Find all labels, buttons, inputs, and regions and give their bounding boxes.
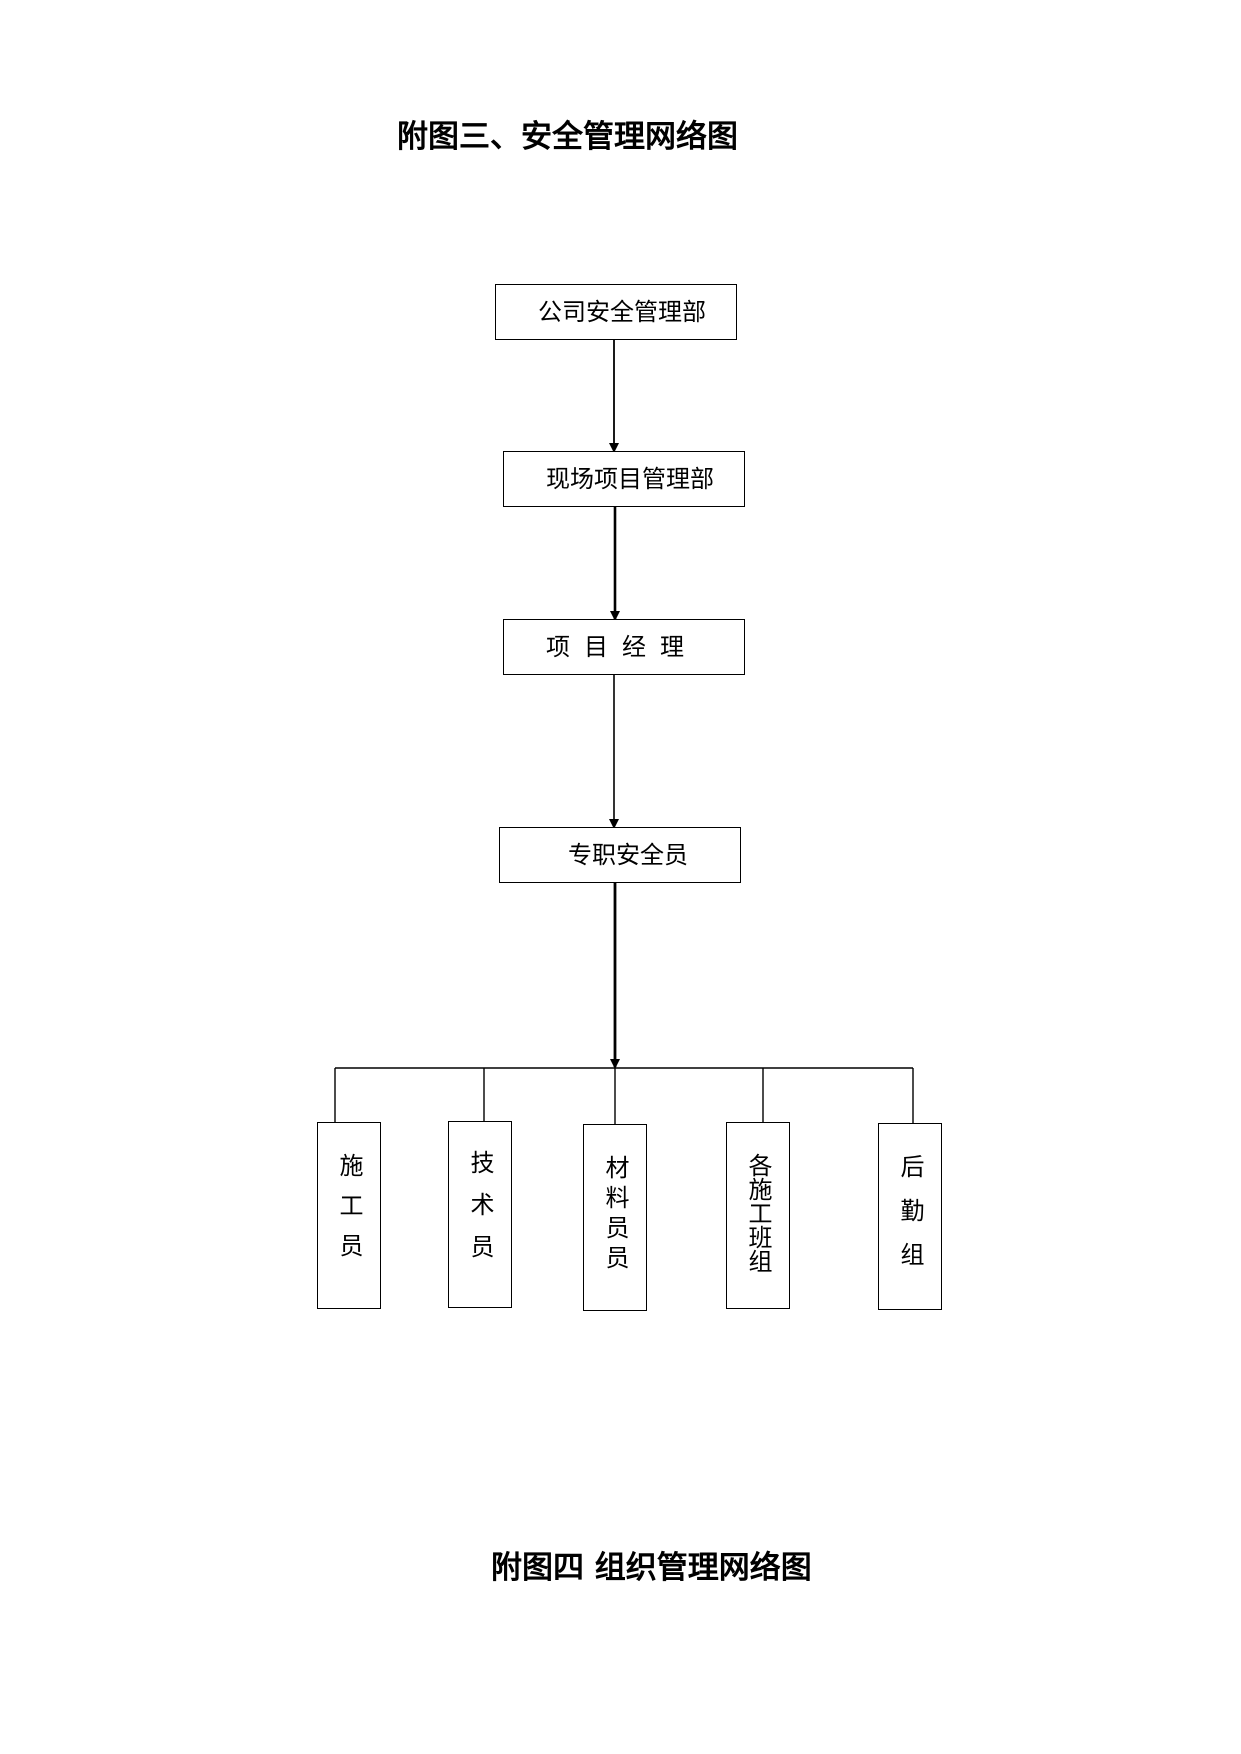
node-label: 施工员 [335, 1153, 363, 1273]
node-label: 材料员员 [601, 1155, 629, 1275]
node-material-clerk: 材料员员 [583, 1124, 647, 1311]
figure-3-title: 附图三、安全管理网络图 [397, 119, 738, 155]
node-label: 专职安全员 [568, 841, 688, 869]
node-label: 现场项目管理部 [546, 465, 714, 493]
node-label: 后勤组 [896, 1154, 924, 1286]
node-project-manager: 项目经理 [503, 619, 745, 675]
node-label: 公司安全管理部 [538, 298, 706, 326]
node-site-project-dept: 现场项目管理部 [503, 451, 745, 507]
node-label: 各施工班组 [744, 1153, 772, 1273]
node-company-safety-dept: 公司安全管理部 [495, 284, 737, 340]
node-label: 技术员 [466, 1150, 494, 1276]
node-label: 项目经理 [546, 633, 698, 661]
node-construction-worker: 施工员 [317, 1122, 381, 1309]
node-construction-teams: 各施工班组 [726, 1122, 790, 1309]
node-safety-officer: 专职安全员 [499, 827, 741, 883]
figure-4-title: 附图四 组织管理网络图 [491, 1550, 812, 1586]
node-technician: 技术员 [448, 1121, 512, 1308]
node-logistics-group: 后勤组 [878, 1123, 942, 1310]
